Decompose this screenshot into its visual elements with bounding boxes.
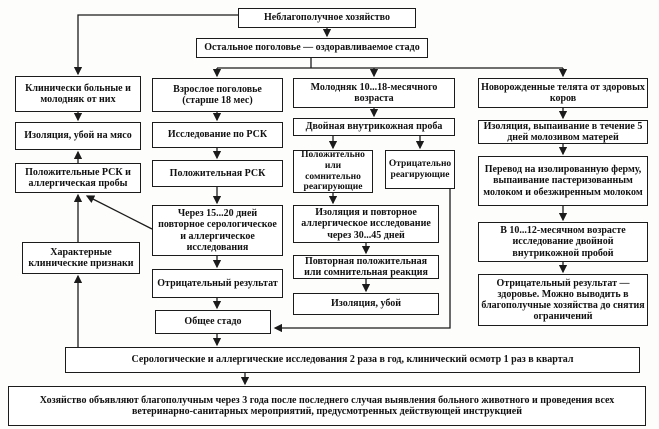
node-negative-result: Отрицательный результат [152, 269, 283, 298]
node-isolation-colostrum-feeding: Изоляция, выпаивание в течение 5 дней мо… [478, 120, 648, 144]
node-isolation-slaughter: Изоляция, убой [293, 293, 439, 315]
node-positive-rsk-allergy-tests: Положительные РСК и аллергическая пробы [15, 163, 141, 193]
node-periodic-monitoring: Серологические и аллергические исследова… [65, 347, 640, 373]
node-rsk-study: Исследование по РСК [152, 122, 283, 148]
node-isolation-repeat-test-30-45-days: Изоляция и повторное аллергическое иссле… [293, 205, 439, 243]
node-clinically-sick: Клинически больные и молодняк от них [15, 76, 141, 112]
node-positive-rsk: Положительная РСК [152, 160, 283, 187]
node-common-herd: Общее стадо [155, 310, 271, 334]
node-repeat-positive-reaction: Повторная положительная или сомнительная… [293, 255, 439, 279]
node-unfavorable-farm: Неблагополучное хозяйство [238, 8, 416, 28]
node-farm-declared-healthy: Хозяйство объявляют благополучным через … [8, 386, 646, 426]
node-negative-result-healthy: Отрицательный результат — здоровье. Можн… [478, 274, 648, 326]
node-isolation-meat-slaughter: Изоляция, убой на мясо [15, 122, 141, 150]
node-transfer-isolated-farm: Перевод на изолированную ферму, выпаиван… [478, 156, 648, 206]
node-positive-doubtful-reactors: Положительно или сомнительно реагирующие [293, 150, 373, 193]
node-test-at-10-12-months: В 10...12-месячном возрасте исследование… [478, 222, 648, 262]
node-adult-livestock: Взрослое поголовье (старше 18 мес) [152, 78, 283, 112]
node-young-stock: Молодняк 10...18-месячного возраста [293, 78, 455, 108]
node-negative-reactors: Отрицательно реагирующие [385, 150, 455, 189]
node-repeat-test-15-20-days: Через 15...20 дней повторное серологичес… [152, 205, 283, 256]
node-newborn-calves: Новорожденные телята от здоровых коров [478, 78, 648, 108]
node-rest-herd: Остальное поголовье — оздоравливаемое ст… [196, 38, 428, 58]
node-double-intradermal-test: Двойная внутрикожная проба [293, 118, 455, 136]
node-clinical-signs: Характерные клинические признаки [22, 242, 140, 274]
